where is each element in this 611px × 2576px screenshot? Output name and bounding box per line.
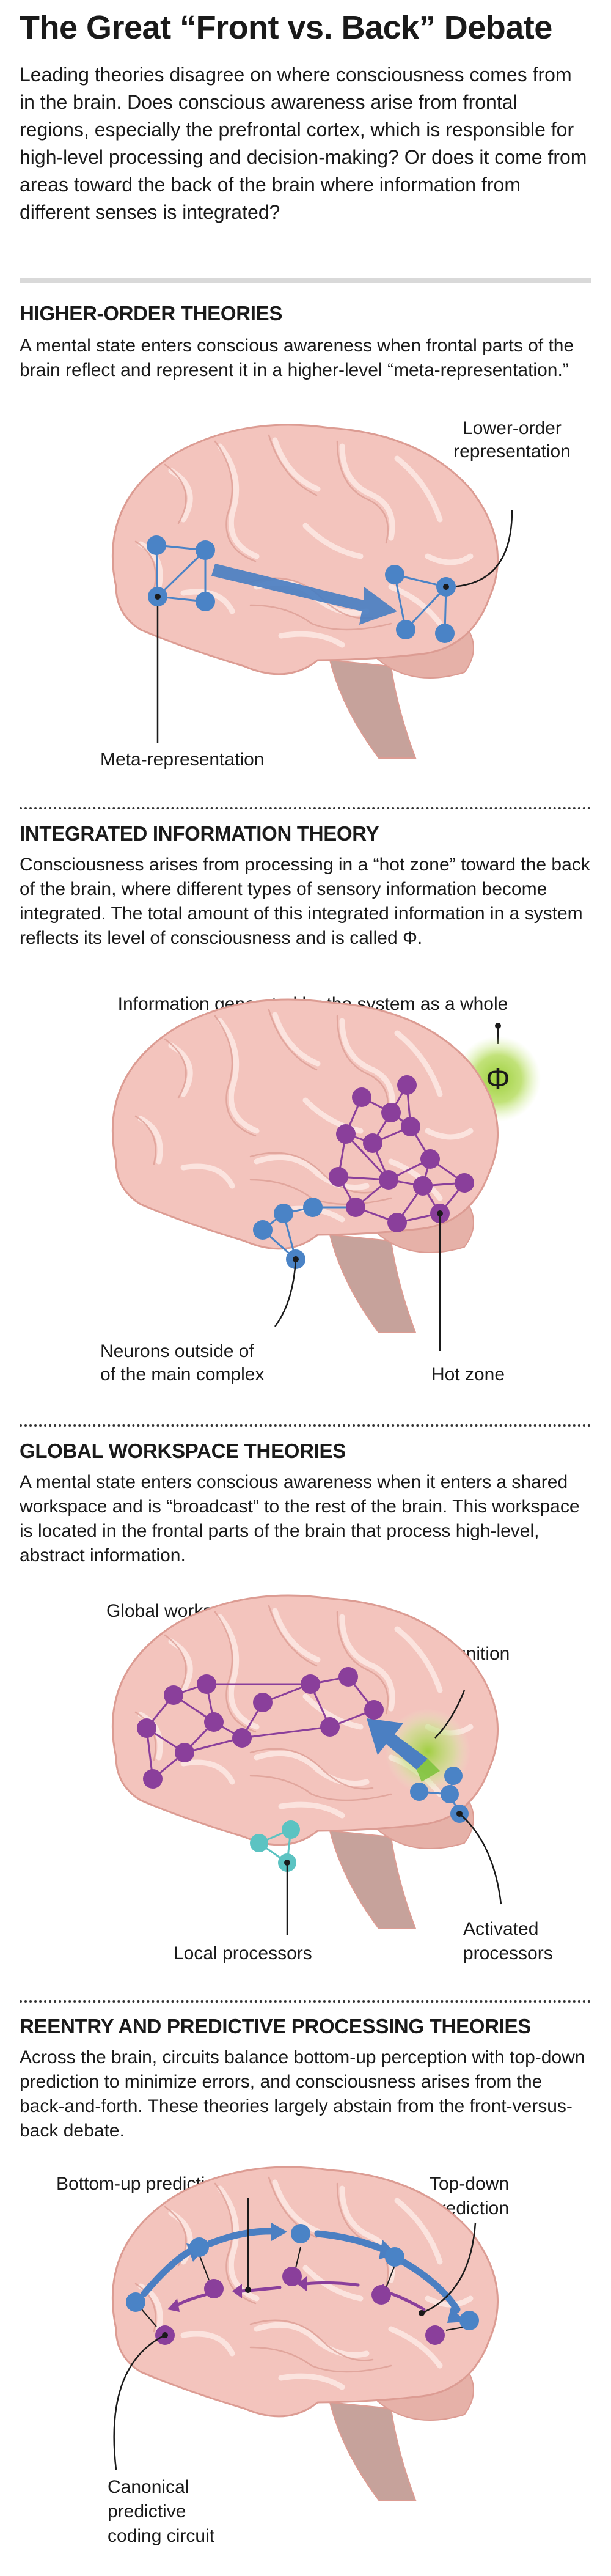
outside-nodes (253, 1198, 323, 1269)
node (396, 620, 415, 639)
ignition-callout-line (434, 1690, 466, 1739)
hot-zone-nodes (329, 1075, 474, 1232)
phi-symbol: Φ (486, 1062, 510, 1096)
node (196, 592, 215, 611)
section-body-higher-order: A mental state enters conscious awarenes… (20, 336, 574, 380)
activated-label-line1: Activated (463, 1919, 538, 1939)
callout-dot (495, 1023, 501, 1029)
lower-order-label-line1: Lower-order (463, 418, 562, 438)
section-divider (20, 807, 591, 809)
canonical-label-line2: predictive (108, 2501, 186, 2522)
section-heading-reentry-predictive: REENTRY AND PREDICTIVE PROCESSING THEORI… (20, 2015, 531, 2037)
section-body-integrated-information: Consciousness arises from processing in … (20, 855, 590, 948)
node (435, 624, 455, 643)
title-divider (20, 278, 591, 283)
neurons-outside-label-line1: Neurons outside of (100, 1341, 254, 1361)
section-heading-integrated-information: INTEGRATED INFORMATION THEORY (20, 822, 379, 845)
local-processors (250, 1820, 300, 1872)
node (385, 565, 404, 584)
section-divider (20, 1424, 591, 1427)
blue-nodes (126, 2224, 479, 2330)
section-divider (20, 2000, 591, 2003)
section-body-reentry-predictive: Across the brain, circuits balance botto… (20, 2047, 585, 2141)
neurons-outside-callout-line (274, 1256, 299, 1327)
higher-order-figure: Lower-order representation Meta-represen… (100, 418, 571, 770)
workspace-nodes (137, 1667, 384, 1789)
section-heading-higher-order: HIGHER-ORDER THEORIES (20, 302, 283, 325)
canonical-callout-line (113, 2332, 168, 2470)
hot-zone-label: Hot zone (431, 1364, 505, 1385)
bottom-up-callout-line (245, 2198, 251, 2293)
brain-illustration (111, 2166, 499, 2501)
local-processors-label: Local processors (174, 1943, 312, 1963)
ignition-arrow (367, 1718, 440, 1782)
node (196, 540, 215, 560)
representation-arrow (211, 564, 397, 625)
meta-representation-label: Meta-representation (100, 749, 264, 770)
hot-zone-callout-line (437, 1210, 443, 1351)
callout-dot (443, 584, 449, 590)
global-workspace-figure: Global workspace Ignition (106, 1594, 553, 1963)
section-heading-global-workspace: GLOBAL WORKSPACE THEORIES (20, 1440, 346, 1462)
activated-callout-line (459, 1813, 502, 1905)
node (147, 535, 166, 555)
top-down-callout-line (419, 2222, 477, 2316)
bottom-up-arrows (141, 2228, 461, 2313)
activated-label-line2: processors (463, 1943, 553, 1963)
callout-dot (155, 594, 161, 600)
purple-nodes (155, 2267, 445, 2345)
canonical-label-line3: coding circuit (108, 2526, 215, 2546)
integrated-information-figure: Information generated by the system as a… (100, 994, 541, 1385)
reentry-predictive-figure: Bottom-up prediction error Top-down pred… (56, 2166, 509, 2546)
page-title: The Great “Front vs. Back” Debate (20, 9, 552, 46)
neurons-outside-label-line2: of the main complex (100, 1364, 264, 1385)
top-down-label-line1: Top-down (430, 2174, 509, 2194)
lower-order-label-line2: representation (453, 441, 571, 462)
lower-order-callout-line (445, 510, 513, 588)
intro-paragraph: Leading theories disagree on where consc… (20, 64, 587, 223)
section-body-global-workspace: A mental state enters conscious awarenes… (20, 1472, 580, 1566)
canonical-label-line1: Canonical (108, 2477, 189, 2497)
